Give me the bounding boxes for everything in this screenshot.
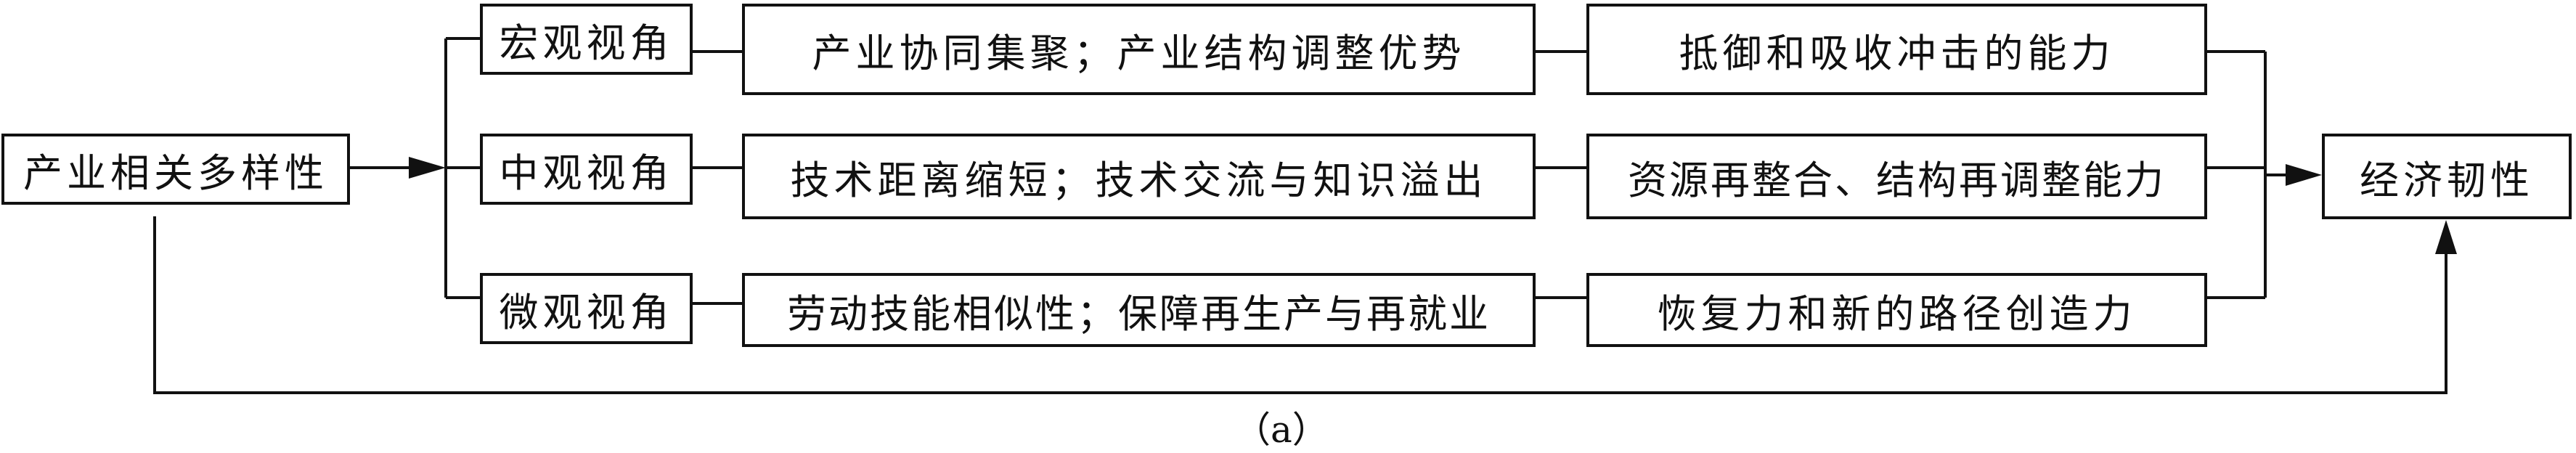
mechanism-box-macro: 产业协同集聚；产业结构调整优势 (742, 4, 1536, 95)
direct-path-line (153, 216, 2447, 394)
source-box: 产业相关多样性 (1, 134, 350, 205)
capability-box-micro: 恢复力和新的路径创造力 (1586, 273, 2207, 347)
perspective-box-meso: 中观视角 (480, 134, 693, 205)
perspective-box-macro: 宏观视角 (480, 4, 693, 75)
capability-box-macro: 抵御和吸收冲击的能力 (1586, 4, 2207, 95)
arrowhead-to-target (2286, 164, 2322, 186)
mechanism-box-micro: 劳动技能相似性；保障再生产与再就业 (742, 273, 1536, 347)
figure-caption: （a） (1234, 409, 1329, 451)
mechanism-box-meso: 技术距离缩短；技术交流与知识溢出 (742, 134, 1536, 219)
arrowhead-to-branch (409, 157, 446, 179)
perspective-box-micro: 微观视角 (480, 273, 693, 344)
target-box: 经济韧性 (2322, 134, 2572, 219)
arrowhead-direct-to-target (2435, 220, 2457, 254)
capability-box-meso: 资源再整合、结构再调整能力 (1586, 134, 2207, 219)
